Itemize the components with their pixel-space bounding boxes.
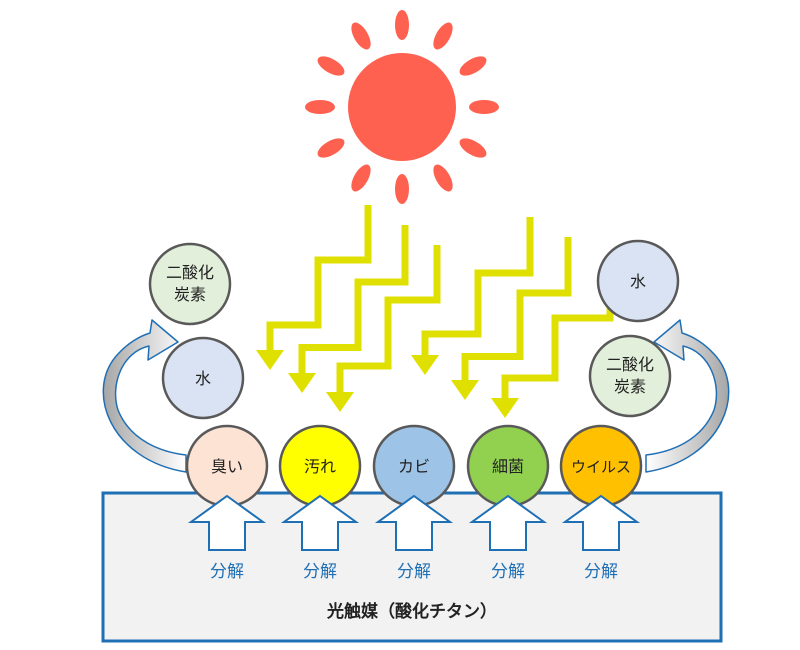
light-ray-line <box>421 217 534 357</box>
pollutants: 臭い 汚れ カビ 細菌 ウイルス <box>185 424 643 508</box>
light-ray-arrowhead <box>411 355 439 375</box>
product-circle <box>588 334 672 418</box>
light-ray-line <box>336 245 441 394</box>
light-ray-line <box>266 205 372 352</box>
product-label-line: 炭素 <box>174 285 206 304</box>
pollutant-label: 臭い <box>211 457 243 476</box>
sun-ray <box>317 138 345 158</box>
up-arrow-icon <box>561 494 641 551</box>
light-ray-arrowhead <box>326 392 354 412</box>
up-arrow-icon <box>187 494 267 551</box>
decompose-label: 分解 <box>210 562 244 582</box>
pollutant-label: 細菌 <box>492 457 524 476</box>
product-water-left: 水 <box>161 336 245 420</box>
curved-arrow-left <box>102 319 187 473</box>
up-arrow-icon <box>468 494 548 551</box>
product-label-line: 二酸化 <box>166 263 214 282</box>
sun-core <box>348 53 456 161</box>
sun-ray <box>433 22 453 50</box>
product-label: 水 <box>195 369 211 388</box>
up-arrow-icon <box>374 494 454 551</box>
decompose-label: 分解 <box>397 562 431 582</box>
pollutant-label: 汚れ <box>304 457 336 476</box>
sun-ray <box>317 56 345 76</box>
sun-icon <box>305 10 499 204</box>
pollutant-mold: カビ <box>372 424 456 508</box>
light-ray-arrowhead <box>288 373 316 393</box>
light-ray-line <box>298 225 409 375</box>
product-water-right: 水 <box>596 239 680 323</box>
light-ray-arrowhead <box>256 350 284 370</box>
pollutant-label: ウイルス <box>571 458 631 476</box>
pollutant-virus: ウイルス <box>559 424 643 508</box>
up-arrow-icon <box>280 494 360 551</box>
curved-arrow-right <box>645 319 730 473</box>
sun-ray <box>469 100 499 114</box>
product-circle <box>148 242 232 326</box>
sun-rays <box>305 10 499 204</box>
product-label-line: 炭素 <box>614 377 646 396</box>
products-left: 二酸化 炭素 水 <box>148 242 245 420</box>
sun-ray <box>305 100 335 114</box>
products-right: 水 二酸化 炭素 <box>588 239 680 418</box>
sun-ray <box>459 56 487 76</box>
product-label: 水 <box>630 272 646 291</box>
decompose-label: 分解 <box>303 562 337 582</box>
pollutant-odor: 臭い <box>185 424 269 508</box>
sun-ray <box>395 174 409 204</box>
light-ray-arrowhead <box>491 398 519 418</box>
decompose-arrows <box>187 494 641 551</box>
decompose-labels: 分解 分解 分解 分解 分解 <box>210 562 618 582</box>
pollutant-bacteria: 細菌 <box>466 424 550 508</box>
sun-ray <box>351 164 371 192</box>
product-circle <box>161 336 245 420</box>
product-co2-left: 二酸化 炭素 <box>148 242 232 326</box>
light-rays <box>256 205 614 418</box>
sun-ray <box>433 164 453 192</box>
product-co2-right: 二酸化 炭素 <box>588 334 672 418</box>
pollutant-dirt: 汚れ <box>278 424 362 508</box>
pollutant-label: カビ <box>398 457 430 476</box>
sun-ray <box>351 22 371 50</box>
decompose-label: 分解 <box>584 562 618 582</box>
product-label-line: 二酸化 <box>606 355 654 374</box>
light-ray-arrowhead <box>451 380 479 400</box>
product-circle <box>596 239 680 323</box>
sun-ray <box>459 138 487 158</box>
sun-ray <box>395 10 409 40</box>
decompose-label: 分解 <box>491 562 525 582</box>
substrate-label: 光触媒（酸化チタン） <box>326 601 497 622</box>
light-ray-line <box>461 237 572 382</box>
